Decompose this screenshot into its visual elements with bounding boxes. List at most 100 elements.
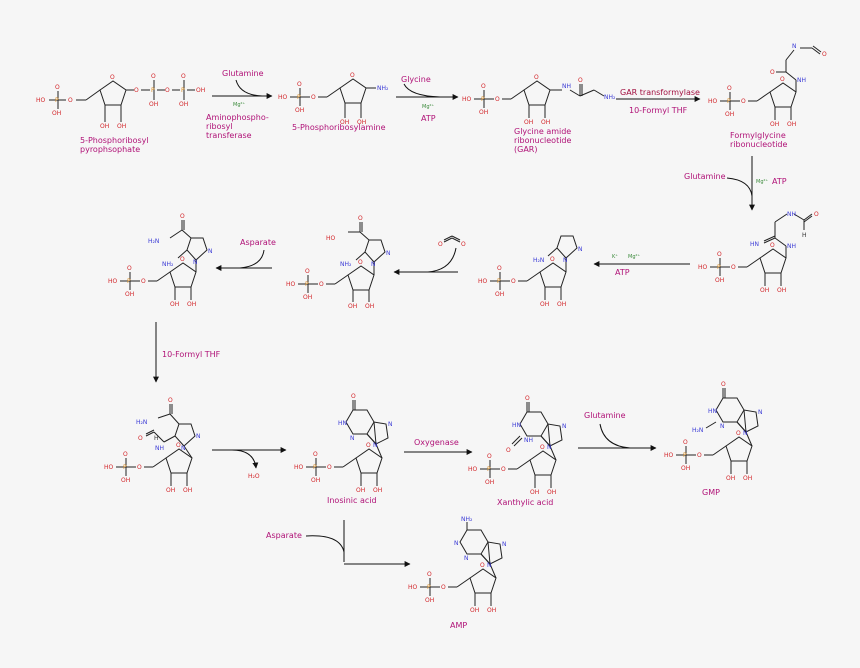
atom-label: N — [193, 259, 198, 266]
atom-label: O — [123, 451, 128, 458]
atom-label: O — [127, 265, 132, 272]
atom-label: O — [481, 83, 486, 90]
atom-label: HO — [664, 452, 674, 459]
atom-label: H — [802, 232, 807, 239]
reagent-atp: ATP — [421, 114, 436, 123]
byproduct-arrow — [232, 450, 256, 468]
reagent-atp: ATP — [615, 268, 630, 277]
atom-label: H₂N — [148, 238, 159, 245]
atom-label: P — [55, 97, 59, 104]
atom-label: N — [388, 421, 393, 428]
atom-label: NH₂ — [340, 261, 352, 268]
atom-label: N — [196, 433, 201, 440]
cofactor-mg: Mg²⁺ — [233, 102, 245, 108]
reagent-formyl-thf: 10-Formyl THF — [629, 106, 688, 115]
compound-label-amp: AMP — [450, 621, 467, 630]
molecule-fgam: HO P O OH O O NH HN NH O H OH OH — [698, 211, 819, 294]
atom-label: OH — [170, 301, 179, 308]
atom-label: N — [181, 445, 186, 452]
cofactor-mg: Mg²⁺ — [628, 254, 640, 260]
atom-label: P — [181, 87, 185, 94]
cofactor-mg: Mg²⁺ — [756, 179, 768, 185]
molecule-xmp: HO P O OH O O N N HN NH O O OH OH — [468, 395, 567, 496]
atom-label: O — [134, 87, 139, 94]
atom-label: HO — [108, 278, 118, 285]
molecule-gar: HO P O OH O O NH O NH₂ OH OH — [462, 74, 616, 126]
atom-label: P — [481, 96, 485, 103]
atom-label: P — [683, 452, 687, 459]
atom-label: O — [814, 211, 819, 218]
atom-label: OH — [495, 291, 504, 298]
atom-label: O — [438, 241, 443, 248]
atom-label: HO — [326, 235, 336, 242]
reagent-atp: ATP — [772, 177, 787, 186]
atom-label: OH — [470, 607, 479, 614]
atom-label: OH — [149, 101, 158, 108]
atom-label: N — [371, 261, 376, 268]
atom-label: H₂N — [136, 419, 147, 426]
reagent-arrow — [236, 80, 262, 96]
atom-label: O — [305, 268, 310, 275]
atom-label: HO — [698, 264, 708, 271]
molecule-prpp: HO P O OH O O O P O OH O P O OH OH OH OH — [36, 73, 205, 130]
atom-label: O — [180, 256, 185, 263]
atom-label: NH — [787, 243, 796, 250]
atom-label: OH — [52, 110, 61, 117]
compound-label-prpp: 5-Phosphoribosylpyrophsophate — [80, 136, 149, 154]
atom-label: N — [373, 442, 378, 449]
atom-label: N — [208, 248, 213, 255]
atom-label: HO — [708, 98, 718, 105]
atom-label: O — [427, 571, 432, 578]
atom-label: NH — [797, 77, 806, 84]
atom-label: O — [137, 464, 142, 471]
atom-label: O — [350, 72, 355, 79]
atom-label: O — [55, 84, 60, 91]
atom-label: O — [181, 73, 186, 80]
atom-label: O — [461, 241, 466, 248]
atom-label: OH — [547, 489, 556, 496]
atom-label: OH — [725, 111, 734, 118]
atom-label: P — [313, 464, 317, 471]
atom-label: OH — [295, 107, 304, 114]
atom-label: O — [780, 76, 785, 83]
atom-label: N — [547, 444, 552, 451]
atom-label: N — [563, 257, 568, 264]
atom-label: OH — [479, 109, 488, 116]
atom-label: P — [151, 87, 155, 94]
atom-label: O — [721, 381, 726, 388]
atom-label: OH — [196, 87, 205, 94]
atom-label: O — [697, 452, 702, 459]
atom-label: OH — [179, 101, 188, 108]
enzyme-label: GAR transformylase — [620, 88, 700, 97]
atom-label: N — [562, 423, 567, 430]
atom-label: OH — [557, 301, 566, 308]
atom-label: O — [525, 395, 530, 402]
cofactor-mg: Mg²⁺ — [422, 104, 434, 110]
atom-label: O — [578, 77, 583, 84]
atom-label: OH — [760, 287, 769, 294]
molecule-gmp: HO P O OH O O N N HN N H₂N O OH OH — [664, 381, 763, 482]
atom-label: HO — [286, 281, 296, 288]
reagent-arrow — [428, 248, 456, 272]
compound-label-pra: 5-Phosphoribosylamine — [292, 123, 386, 132]
atom-label: HN — [338, 420, 347, 427]
atom-label: O — [506, 447, 511, 454]
atom-label: HO — [294, 464, 304, 471]
atom-label: P — [717, 264, 721, 271]
molecule-amp: HO P O OH O O N N N N NH₂ OH OH — [408, 516, 507, 614]
atom-label: O — [151, 73, 156, 80]
compound-label-imp: Inosinic acid — [327, 496, 377, 505]
atom-label: O — [311, 94, 316, 101]
atom-label: OH — [183, 487, 192, 494]
atom-label: OH — [530, 489, 539, 496]
reagent-glutamine: Glutamine — [684, 172, 726, 181]
atom-label: HN — [750, 241, 759, 248]
atom-label: H₂N — [692, 427, 703, 434]
atom-label: P — [727, 98, 731, 105]
atom-label: P — [427, 584, 431, 591]
atom-label: O — [822, 51, 827, 58]
atom-label: O — [319, 281, 324, 288]
